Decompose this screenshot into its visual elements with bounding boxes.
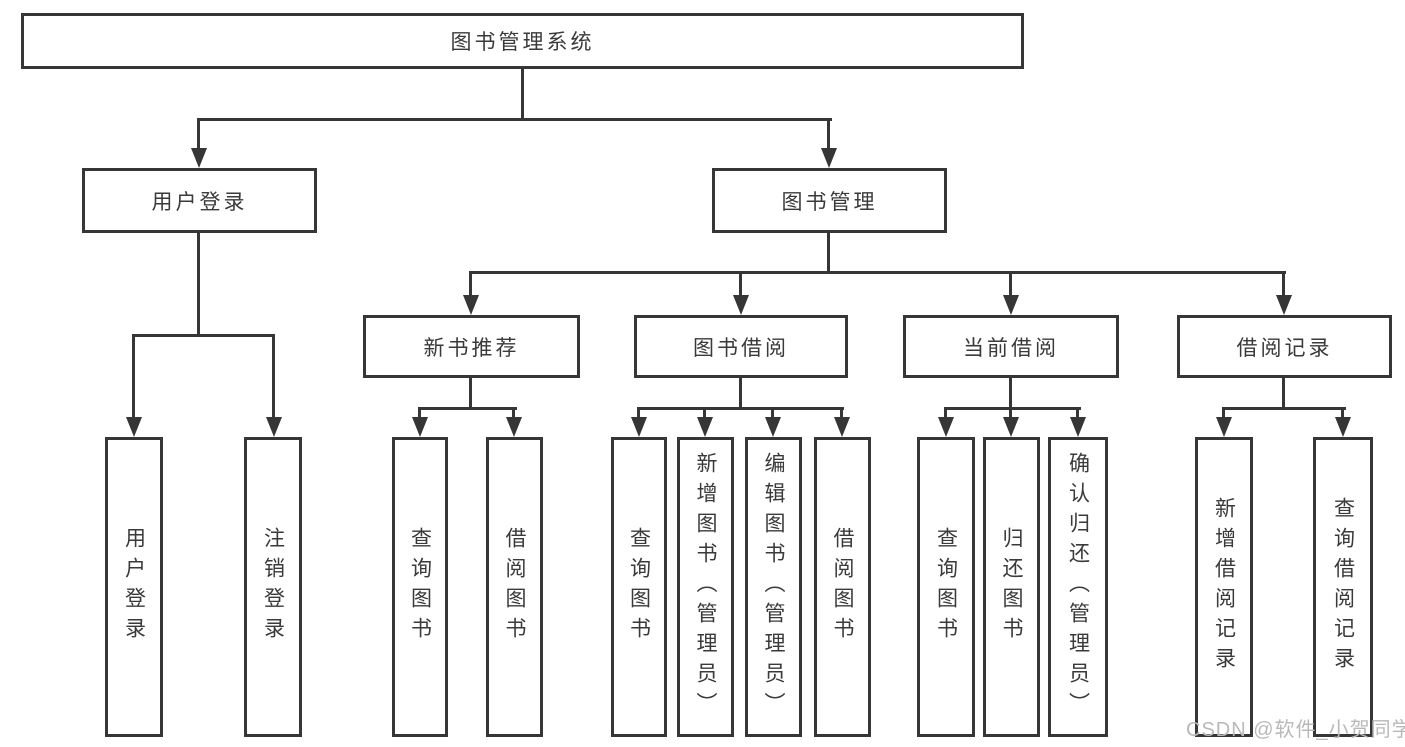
node-book-management-label: 图书管理 xyxy=(781,190,878,214)
connector-sec0-stem xyxy=(469,378,472,410)
leaf-query-books-recommend-label: 查询图书 xyxy=(408,527,432,647)
arrowhead-sec2-leaf0 xyxy=(938,417,954,437)
leaf-query-borrow-record: 查询借阅记录 xyxy=(1313,437,1373,737)
connector-sec2-leaf1-drop xyxy=(1009,407,1012,421)
connector-sec2-leaf0-drop xyxy=(944,407,947,421)
connector-sec0-horizontal xyxy=(418,407,517,410)
node-book-borrowing: 图书借阅 xyxy=(634,315,848,378)
connector-borrow-records-drop xyxy=(1282,271,1285,298)
node-root: 图书管理系统 xyxy=(21,13,1024,69)
arrowhead-sec1-leaf0 xyxy=(631,417,647,437)
leaf-edit-books-admin: 编辑图书（管理员） xyxy=(745,437,802,737)
connector-sec3-stem xyxy=(1282,378,1285,410)
connector-sec1-leaf2-drop xyxy=(771,407,774,421)
csdn-watermark: CSDN @软件_小贺同学 xyxy=(1186,719,1405,741)
leaf-user-login: 用户登录 xyxy=(105,437,163,737)
connector-sec1-horizontal xyxy=(637,407,844,410)
connector-sec3-leaf1-drop xyxy=(1341,407,1344,421)
node-book-borrowing-label: 图书借阅 xyxy=(693,336,789,360)
arrowhead-sec0-leaf1 xyxy=(506,417,522,437)
leaf-logout: 注销登录 xyxy=(244,437,302,737)
connector-sec0-leaf1-drop xyxy=(512,407,515,421)
node-user-login-label: 用户登录 xyxy=(151,190,248,214)
leaf-query-books-current-label: 查询图书 xyxy=(934,527,958,647)
node-current-borrowing-label: 当前借阅 xyxy=(963,336,1059,360)
leaf-borrow-books: 借阅图书 xyxy=(814,437,871,737)
arrowhead-sec1-leaf2 xyxy=(765,417,781,437)
arrowhead-current-borrow xyxy=(1003,295,1019,315)
connector-book-mgmt-drop xyxy=(827,118,830,152)
connector-sec1-leaf3-drop xyxy=(840,407,843,421)
arrowhead-user-login xyxy=(191,148,207,168)
arrowhead-sec1-leaf1 xyxy=(697,417,713,437)
arrowhead-new-book xyxy=(463,295,479,315)
leaf-query-books-current: 查询图书 xyxy=(917,437,975,737)
leaf-query-books-borrowing: 查询图书 xyxy=(611,437,667,737)
connector-current-borrow-drop xyxy=(1009,271,1012,298)
connector-user-login-drop xyxy=(197,118,200,152)
leaf-add-books-admin-label: 新增图书（管理员） xyxy=(694,452,717,722)
leaf-add-borrow-record-label: 新增借阅记录 xyxy=(1212,497,1236,677)
connector-root-stem xyxy=(521,69,524,120)
connector-book-mgmt-stem xyxy=(827,233,830,274)
connector-sec0-leaf0-drop xyxy=(418,407,421,421)
leaf-confirm-return-admin: 确认归还（管理员） xyxy=(1048,437,1108,737)
arrowhead-leaf-user-login xyxy=(126,417,142,437)
connector-sec3-horizontal xyxy=(1222,407,1346,410)
connector-new-book-drop xyxy=(469,271,472,298)
arrowhead-sec2-leaf2 xyxy=(1070,417,1086,437)
leaf-add-books-admin: 新增图书（管理员） xyxy=(677,437,734,737)
connector-user-login-group-horizontal xyxy=(132,334,275,337)
leaf-user-login-label: 用户登录 xyxy=(122,527,146,647)
arrowhead-sec3-leaf1 xyxy=(1335,417,1351,437)
leaf-add-borrow-record: 新增借阅记录 xyxy=(1195,437,1253,737)
node-user-login: 用户登录 xyxy=(82,168,317,233)
arrowhead-book-borrow xyxy=(733,295,749,315)
node-root-label: 图书管理系统 xyxy=(450,31,595,54)
arrowhead-sec1-leaf3 xyxy=(834,417,850,437)
leaf-borrow-books-recommend: 借阅图书 xyxy=(486,437,543,737)
leaf-borrow-books-recommend-label: 借阅图书 xyxy=(503,527,526,647)
leaf-return-books: 归还图书 xyxy=(983,437,1040,737)
leaf-confirm-return-admin-label: 确认归还（管理员） xyxy=(1066,452,1090,722)
connector-sec1-stem xyxy=(739,378,742,410)
connector-sec2-leaf2-drop xyxy=(1076,407,1079,421)
node-new-book-recommend: 新书推荐 xyxy=(363,315,580,378)
leaf-borrow-books-label: 借阅图书 xyxy=(831,527,854,647)
connector-leaf-user-login-drop xyxy=(132,334,135,420)
arrowhead-borrow-records xyxy=(1276,295,1292,315)
connector-leaf-logout-drop xyxy=(272,334,275,420)
arrowhead-sec2-leaf1 xyxy=(1003,417,1019,437)
leaf-query-books-borrowing-label: 查询图书 xyxy=(627,527,651,647)
node-new-book-recommend-label: 新书推荐 xyxy=(423,336,520,360)
connector-sec1-leaf1-drop xyxy=(703,407,706,421)
node-current-borrowing: 当前借阅 xyxy=(903,315,1119,378)
node-borrowing-records-label: 借阅记录 xyxy=(1236,336,1333,360)
connector-sec3-leaf0-drop xyxy=(1222,407,1225,421)
node-borrowing-records: 借阅记录 xyxy=(1177,315,1392,378)
arrowhead-sec3-leaf0 xyxy=(1216,417,1232,437)
leaf-logout-label: 注销登录 xyxy=(261,527,285,647)
connector-book-borrow-drop xyxy=(739,271,742,298)
connector-sec2-horizontal xyxy=(944,407,1081,410)
node-book-management: 图书管理 xyxy=(712,168,947,233)
arrowhead-leaf-logout xyxy=(266,417,282,437)
leaf-query-books-recommend: 查询图书 xyxy=(392,437,448,737)
connector-sec1-leaf0-drop xyxy=(637,407,640,421)
leaf-query-borrow-record-label: 查询借阅记录 xyxy=(1331,497,1355,677)
arrowhead-sec0-leaf0 xyxy=(412,417,428,437)
connector-user-login-stem xyxy=(197,233,200,337)
connector-level3-horizontal xyxy=(469,271,1286,274)
arrowhead-book-mgmt xyxy=(821,148,837,168)
connector-sec2-stem xyxy=(1009,378,1012,410)
connector-level2-horizontal xyxy=(197,118,832,121)
leaf-edit-books-admin-label: 编辑图书（管理员） xyxy=(762,452,785,722)
leaf-return-books-label: 归还图书 xyxy=(1000,527,1023,647)
